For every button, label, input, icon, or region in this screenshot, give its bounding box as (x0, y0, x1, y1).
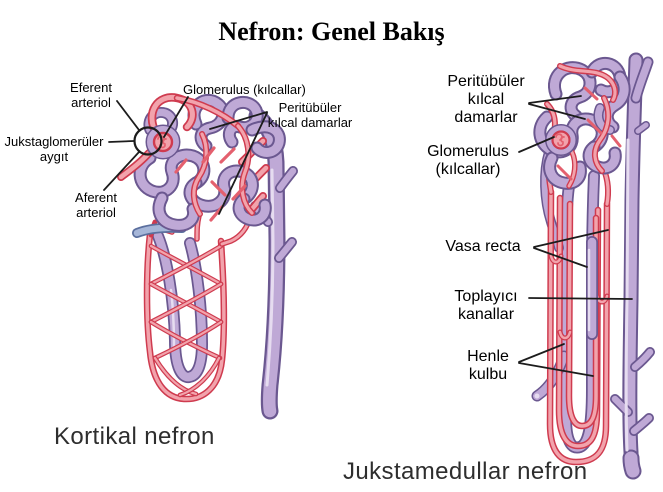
label-line: Peritübüler (278, 100, 342, 115)
leader-vasa-recta-b (533, 247, 588, 268)
label-henle-kulbu: Henle kulbu (446, 348, 530, 384)
label-peritubuler-left: Peritübüler kılcal damarlar (258, 100, 362, 130)
label-line: kulbu (468, 366, 508, 383)
label-glomerulus-left: Glomerulus (kılcallar) (183, 82, 333, 97)
label-line: kılcal damarlar (267, 115, 353, 130)
leader-aferent (103, 151, 140, 191)
leader-peritubuler-left-a (209, 111, 268, 130)
label-toplayici-kanallar: Toplayıcı kanallar (440, 288, 532, 324)
label-glomerulus-right: Glomerulus (kılcallar) (416, 143, 520, 179)
label-line: kanallar (457, 306, 515, 323)
annotation-lines (103, 95, 633, 377)
label-line: Toplayıcı (454, 288, 518, 305)
caption-jukstamedullar-nefron: Jukstamedullar nefron (343, 458, 588, 485)
label-line: Peritübüler (447, 73, 525, 90)
right-vasa-recta (545, 159, 611, 466)
left-collecting-duct (248, 107, 298, 420)
leader-peritubuler-left-b (218, 112, 268, 215)
right-henle-loop (531, 147, 600, 454)
right-nephron-illustration (531, 52, 655, 480)
leader-peritubuler-right-a (528, 95, 582, 104)
leader-glomerulus-left (163, 96, 189, 138)
label-aferent-arteriol: Aferent arteriol (60, 190, 132, 220)
label-line: Aferent (75, 190, 117, 205)
label-line: (kılcallar) (435, 161, 501, 178)
label-vasa-recta: Vasa recta (434, 238, 532, 256)
leader-eferent (116, 100, 140, 131)
label-line: Glomerulus (427, 143, 509, 160)
leader-jukstaglomeruler (108, 140, 135, 143)
right-glomerulus (545, 124, 577, 156)
label-jukstaglomeruler-aygit: Jukstaglomerüler aygıt (0, 134, 108, 164)
leader-toplayici (528, 297, 633, 300)
label-line: damarlar (454, 109, 518, 126)
label-line: kılcal (467, 91, 505, 108)
label-peritubuler-right: Peritübüler kılcal damarlar (436, 73, 536, 127)
leader-henle-a (518, 343, 565, 363)
label-line: Glomerulus (kılcallar) (183, 82, 306, 97)
label-eferent-arteriol: Eferent arteriol (56, 80, 126, 110)
leader-glomerulus-right (518, 136, 555, 153)
left-capillary-cage (143, 212, 254, 403)
leader-peritubuler-right-b (528, 103, 586, 120)
label-line: aygıt (39, 149, 69, 164)
label-line: arteriol (71, 95, 111, 110)
label-line: Vasa recta (445, 238, 521, 255)
label-line: Jukstaglomerüler (4, 134, 104, 149)
label-line: arteriol (76, 205, 116, 220)
leader-vasa-recta-a (533, 229, 609, 248)
left-red-vessels (117, 93, 255, 222)
caption-kortikal-nefron: Kortikal nefron (54, 423, 215, 450)
left-glomerulus (145, 124, 181, 160)
left-nephron-illustration (117, 93, 298, 420)
leader-henle-b (518, 362, 594, 377)
label-line: Henle (467, 348, 509, 365)
right-henle-loop-front-segment (586, 236, 598, 340)
page-title: Nefron: Genel Bakış (218, 17, 445, 46)
right-red-vessels (544, 63, 622, 189)
label-line: Eferent (70, 80, 112, 95)
right-collecting-duct (610, 52, 655, 480)
